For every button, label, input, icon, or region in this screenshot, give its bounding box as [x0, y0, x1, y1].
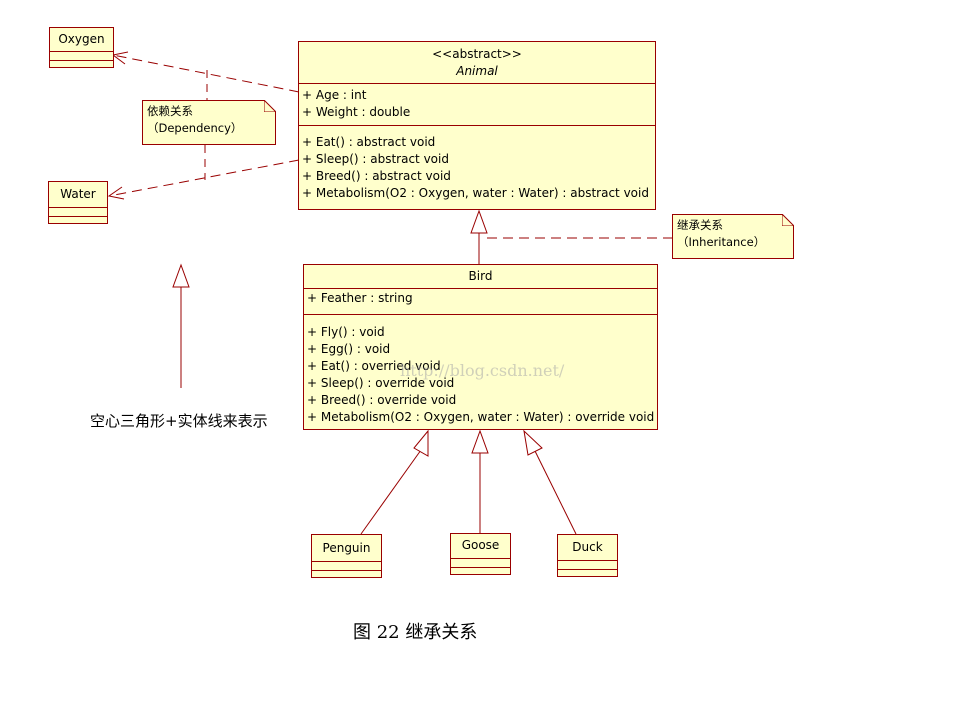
- class-name: Oxygen: [58, 32, 105, 46]
- attribute: + Age : int: [302, 88, 367, 102]
- attribute: + Feather : string: [307, 291, 413, 305]
- class-name: Animal: [456, 64, 498, 78]
- class-name: Duck: [572, 540, 603, 554]
- operation: + Eat() : abstract void: [302, 135, 436, 149]
- dependency-line-water: [108, 159, 300, 197]
- generalization-line-duck: [534, 450, 577, 535]
- class-name: Bird: [468, 269, 493, 283]
- class-duck[interactable]: Duck: [557, 534, 618, 577]
- class-bird[interactable]: Bird + Feather : string + Fly() : void +…: [303, 264, 658, 430]
- operation: + Breed() : override void: [307, 393, 457, 407]
- dependency-line-oxygen: [112, 54, 300, 93]
- hollow-triangle-goose: [471, 429, 489, 454]
- class-animal[interactable]: <<abstract>> Animal + Age : int + Weight…: [298, 41, 656, 210]
- operation: + Metabolism(O2 : Oxygen, water : Water)…: [307, 410, 655, 424]
- note-line-1: 继承关系: [677, 218, 723, 232]
- legend-text: 空心三角形+实体线来表示: [90, 412, 268, 430]
- class-name: Water: [60, 187, 96, 201]
- operation: + Egg() : void: [307, 342, 391, 356]
- attribute: + Weight : double: [302, 105, 411, 119]
- class-name: Penguin: [322, 541, 371, 555]
- class-penguin[interactable]: Penguin: [311, 534, 382, 578]
- stereotype-label: <<abstract>>: [432, 47, 522, 61]
- figure-caption: 图 22 继承关系: [353, 622, 478, 643]
- legend-hollow-triangle: [172, 263, 190, 288]
- note-line-2: （Dependency）: [147, 121, 243, 135]
- open-arrowhead-water: [107, 186, 125, 200]
- note-dependency[interactable]: 依赖关系 （Dependency）: [142, 100, 276, 145]
- class-water[interactable]: Water: [48, 181, 108, 224]
- operation: + Metabolism(O2 : Oxygen, water : Water)…: [302, 186, 649, 200]
- note-fold-corner: [782, 214, 794, 226]
- hollow-triangle-penguin: [413, 429, 429, 457]
- note-line-1: 依赖关系: [147, 104, 193, 118]
- note-line-2: （Inheritance）: [677, 235, 766, 249]
- generalization-line-penguin: [360, 449, 422, 535]
- operation: + Breed() : abstract void: [302, 169, 451, 183]
- operation: + Fly() : void: [307, 325, 385, 339]
- class-goose[interactable]: Goose: [450, 533, 511, 575]
- note-inheritance[interactable]: 继承关系 （Inheritance）: [672, 214, 794, 259]
- operation: + Sleep() : override void: [307, 376, 455, 390]
- note-fold-corner: [264, 100, 276, 112]
- class-name: Goose: [461, 538, 500, 552]
- hollow-triangle-duck: [523, 429, 543, 456]
- class-oxygen[interactable]: Oxygen: [49, 27, 114, 68]
- hollow-triangle-animal: [470, 209, 488, 234]
- operation: + Sleep() : abstract void: [302, 152, 449, 166]
- operation: + Eat() : overried void: [307, 359, 441, 373]
